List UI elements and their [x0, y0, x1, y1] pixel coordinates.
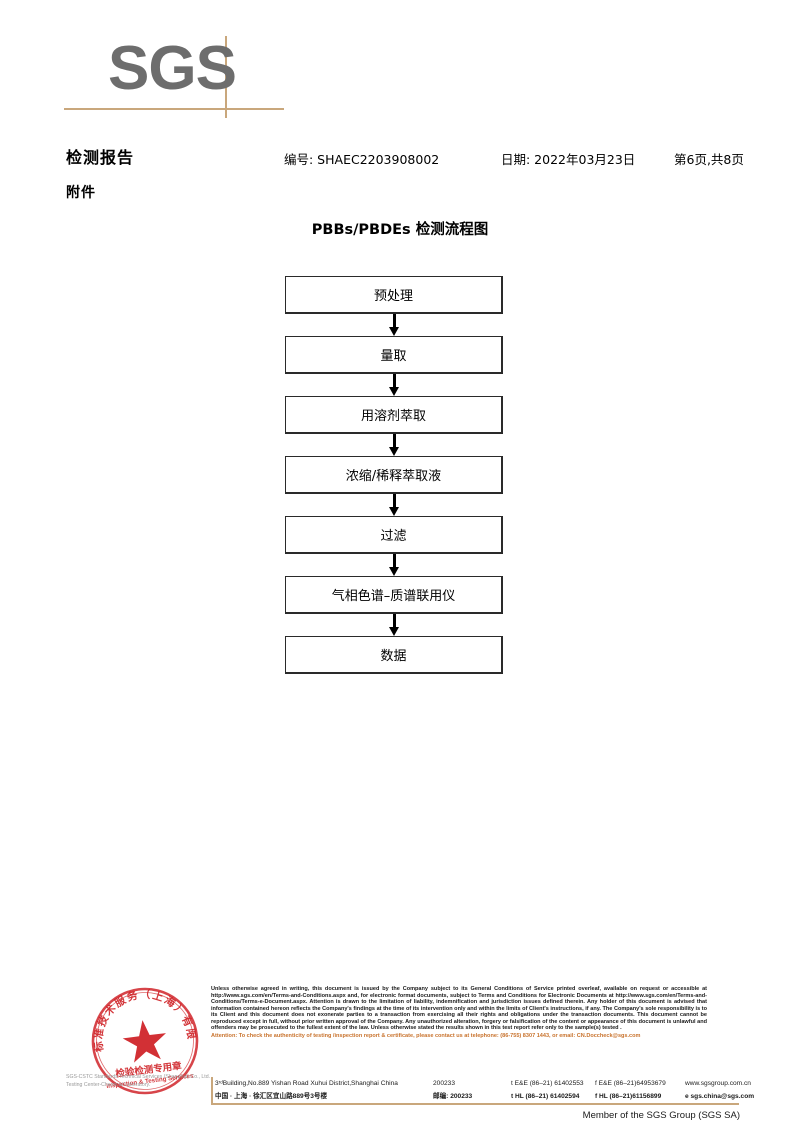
document-header: 检测报告 附件 编号: SHAEC2203908002 日期: 2022年03月… — [66, 144, 746, 204]
seal-caption-line1: SGS-CSTC Standards Technical Services (S… — [66, 1074, 211, 1080]
phone-en: t E&E (86–21) 61402553 — [511, 1080, 584, 1087]
website-link[interactable]: www.sgsgroup.com.cn — [685, 1080, 751, 1087]
legal-attention-notice: Attention: To check the authenticity of … — [211, 1032, 641, 1039]
postcode-cn: 邮编: 200233 — [433, 1093, 473, 1100]
seal-caption-line2: Testing Center-Chemical Laboratory. — [66, 1082, 151, 1088]
address-block: 3ʳᵈBuilding,No.889 Yishan Road Xuhui Dis… — [211, 1077, 754, 1103]
fax-cn: f HL (86–21)61156899 — [595, 1093, 662, 1100]
flow-node: 用溶剂萃取 — [285, 396, 503, 434]
report-date: 日期: 2022年03月23日 — [501, 152, 636, 167]
flow-arrow-down-icon — [285, 494, 503, 516]
logo-wordmark: SGS — [108, 34, 237, 103]
email-link[interactable]: e sgs.china@sgs.com — [685, 1093, 755, 1100]
sgs-logo: SGS — [64, 34, 284, 118]
flow-arrow-down-icon — [285, 374, 503, 396]
page-subtitle: 附件 — [66, 185, 96, 201]
flow-arrow-down-icon — [285, 554, 503, 576]
report-number: 编号: SHAEC2203908002 — [284, 152, 440, 167]
logo-vertical-rule — [225, 36, 227, 118]
footer-member-text: Member of the SGS Group (SGS SA) — [582, 1110, 740, 1121]
legal-paragraph: Unless otherwise agreed in writing, this… — [211, 986, 707, 1031]
flowchart: 预处理 量取 用溶剂萃取 浓缩/稀释萃取液 过滤 气相色谱–质谱联用仪 数据 — [285, 276, 503, 674]
seal-caption: SGS-CSTC Standards Technical Services (S… — [66, 1073, 216, 1089]
flow-node: 浓缩/稀释萃取液 — [285, 456, 503, 494]
flow-arrow-down-icon — [285, 434, 503, 456]
address-cn: 中国 · 上海 · 徐汇区宜山路889号3号楼 — [215, 1093, 328, 1100]
flowchart-title: PBBs/PBDEs 检测流程图 — [311, 222, 489, 238]
logo-horizontal-rule — [64, 108, 284, 110]
flow-node: 过滤 — [285, 516, 503, 554]
company-seal-stamp: 上海标准技术服务（上海）有限公司 检验检测专用章 Inspection & Te… — [84, 980, 206, 1102]
flow-node: 预处理 — [285, 276, 503, 314]
fax-en: f E&E (86–21)64953679 — [595, 1080, 666, 1087]
flow-node: 量取 — [285, 336, 503, 374]
postcode-en: 200233 — [433, 1080, 456, 1087]
phone-cn: t HL (86–21) 61402594 — [511, 1093, 580, 1100]
footer-divider — [211, 1103, 739, 1105]
legal-disclaimer: Unless otherwise agreed in writing, this… — [211, 986, 707, 1039]
flow-arrow-down-icon — [285, 614, 503, 636]
page-title: 检测报告 — [66, 148, 135, 167]
flow-node: 气相色谱–质谱联用仪 — [285, 576, 503, 614]
page-indicator: 第6页,共8页 — [674, 152, 744, 167]
flow-arrow-down-icon — [285, 314, 503, 336]
seal-icon: 上海标准技术服务（上海）有限公司 检验检测专用章 Inspection & Te… — [84, 980, 199, 1095]
address-row-english: 3ʳᵈBuilding,No.889 Yishan Road Xuhui Dis… — [215, 1077, 751, 1090]
address-accent-bar — [211, 1077, 213, 1103]
flow-node: 数据 — [285, 636, 503, 674]
address-row-chinese: 中国 · 上海 · 徐汇区宜山路889号3号楼 邮编: 200233 t HL … — [215, 1090, 754, 1103]
address-en: 3ʳᵈBuilding,No.889 Yishan Road Xuhui Dis… — [215, 1080, 398, 1087]
